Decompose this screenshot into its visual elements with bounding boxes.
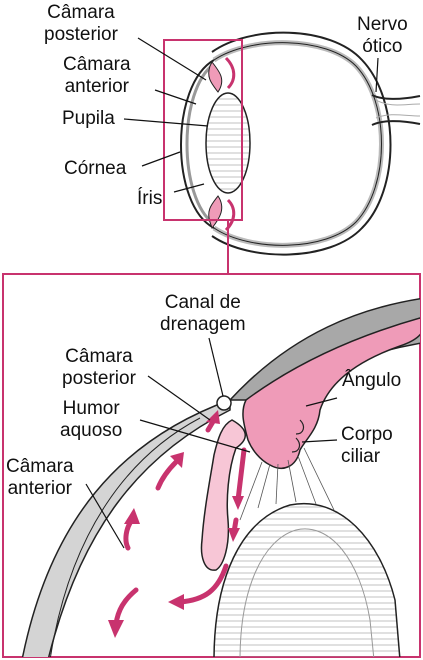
detail-lens [213,502,401,657]
drainage-canal [216,395,232,411]
eyeball-sclera [211,31,392,256]
aqueous-flow-arrows [108,410,247,638]
lens [205,92,251,194]
iris-upper [208,61,223,93]
detail-leader-lines [85,337,338,549]
eye-detail [21,298,420,657]
label-iris: Íris [137,188,163,209]
detail-cornea [21,398,231,657]
overview-leader-lines [123,37,379,193]
cornea-shape [180,59,215,229]
eye-overview [123,31,421,274]
label-pupila: Pupila [62,108,115,129]
label-cornea: Córnea [64,158,127,179]
ciliary-body [242,317,420,469]
label-angulo: Ângulo [342,370,402,391]
optic-nerve [371,94,421,126]
zonule-fibers [239,447,335,521]
detail-highlight-box [163,39,243,221]
